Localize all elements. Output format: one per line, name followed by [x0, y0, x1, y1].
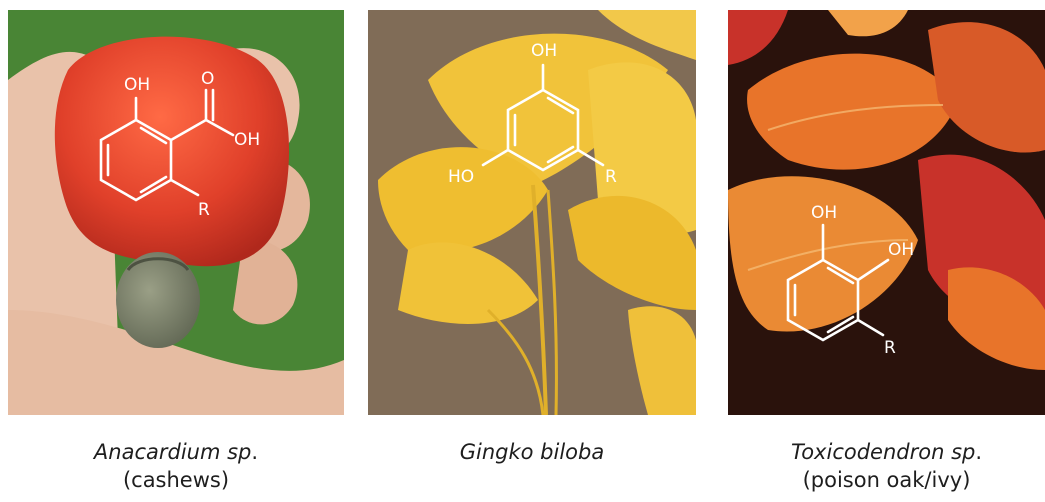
cashew-photo-illustration — [8, 10, 344, 415]
caption-genus: Anacardium sp — [93, 440, 252, 464]
photo-ginkgo: OH HO R — [368, 10, 696, 415]
caption-common-name: (poison oak/ivy) — [802, 468, 971, 492]
label-acid-oh: OH — [234, 130, 260, 150]
poison-oak-photo-illustration — [728, 10, 1045, 415]
caption-genus: Gingko biloba — [459, 440, 605, 464]
ginkgo-photo-illustration — [368, 10, 696, 415]
label-oh-top: OH — [811, 203, 837, 223]
label-r: R — [605, 167, 617, 187]
photo-cashew: OH O OH R — [8, 10, 344, 415]
caption-common-name: (cashews) — [122, 468, 230, 492]
label-left-ho: HO — [448, 167, 474, 187]
label-oh: OH — [124, 75, 150, 95]
label-carbonyl-o: O — [201, 69, 214, 89]
label-top-oh: OH — [531, 41, 557, 61]
caption-anacardium-title: Anacardium sp. — [8, 438, 344, 466]
caption-gingko-title: Gingko biloba — [368, 438, 696, 466]
label-r: R — [884, 338, 896, 358]
label-oh-right: OH — [888, 240, 914, 260]
caption-gingko: Gingko biloba — [368, 438, 696, 466]
caption-genus: Toxicodendron sp — [790, 440, 976, 464]
caption-toxicodendron: Toxicodendron sp. (poison oak/ivy) — [728, 438, 1045, 494]
catechol-structure: OH OH R — [786, 203, 914, 358]
label-r: R — [198, 200, 210, 220]
caption-toxicodendron-title: Toxicodendron sp. — [728, 438, 1045, 466]
caption-anacardium: Anacardium sp. (cashews) — [8, 438, 344, 494]
photo-poison-oak: OH OH R — [728, 10, 1045, 415]
caption-suffix: . — [975, 440, 983, 464]
salicylic-acid-structure: OH O OH R — [99, 69, 260, 220]
caption-suffix: . — [251, 440, 259, 464]
resorcinol-structure: OH HO R — [448, 41, 617, 187]
